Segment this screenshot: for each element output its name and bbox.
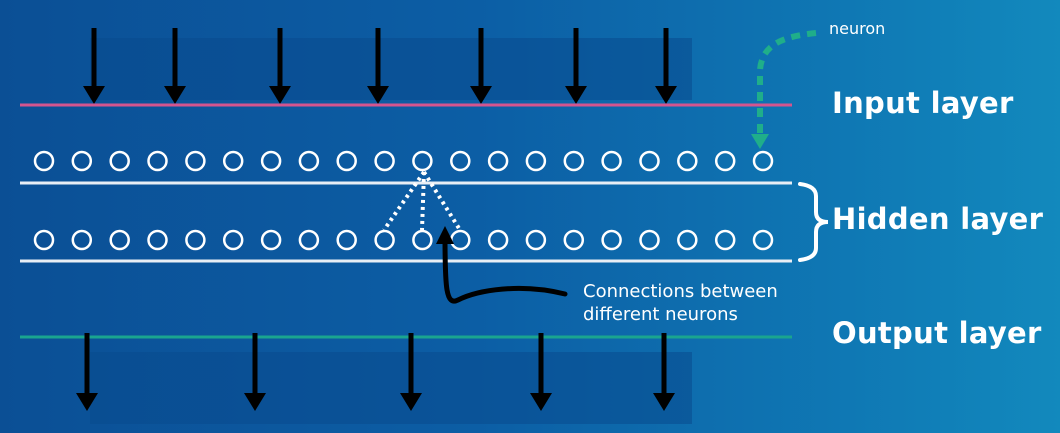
connections-label: Connections between different neurons — [583, 280, 778, 326]
neuron — [298, 150, 320, 172]
neuron — [450, 229, 471, 251]
neuron — [677, 150, 698, 172]
hidden-neuron-row-top — [33, 150, 774, 172]
output-band — [90, 352, 692, 424]
arrow-head — [565, 86, 587, 104]
neuron — [677, 229, 698, 251]
connections-pointer-arrow — [442, 233, 568, 304]
connection-dotted-lines — [382, 170, 462, 232]
neuron — [222, 150, 244, 172]
neuron — [639, 229, 660, 251]
neuron — [412, 229, 433, 251]
neuron — [714, 229, 736, 251]
neuron — [222, 229, 244, 251]
neuron-label: neuron — [829, 19, 886, 38]
neuron — [752, 229, 774, 251]
connections-label-line-2: different neurons — [583, 304, 738, 325]
neuron — [487, 229, 509, 251]
neuron — [450, 150, 471, 172]
neuron — [71, 229, 93, 251]
neuron — [374, 229, 395, 251]
connections-label-line-1: Connections between — [583, 281, 778, 302]
neuron — [639, 150, 660, 172]
neuron — [336, 150, 357, 172]
neuron — [525, 150, 547, 172]
arrow-head — [400, 393, 422, 411]
neuron — [185, 229, 206, 251]
arrow-head — [655, 86, 677, 104]
hidden-layer-label: Hidden layer — [832, 202, 1044, 236]
neuron — [374, 150, 395, 172]
neuron — [752, 150, 774, 172]
arrow-head — [164, 86, 186, 104]
neuron-pointer-arrowhead — [751, 134, 769, 149]
neuron — [109, 229, 130, 251]
connection-dotted-line — [422, 170, 462, 232]
neuron — [336, 229, 357, 251]
arrow-head — [530, 393, 552, 411]
neuron — [33, 229, 55, 251]
neuron — [487, 150, 509, 172]
input-arrows — [83, 28, 677, 104]
arrow-head — [653, 393, 675, 411]
neuron — [147, 150, 168, 172]
neuron — [601, 229, 622, 251]
neuron — [412, 150, 433, 172]
output-arrows — [76, 333, 675, 411]
neuron — [601, 150, 622, 172]
neuron — [185, 150, 206, 172]
neuron-pointer-arrow — [757, 30, 817, 135]
arrow-head — [244, 393, 266, 411]
neuron — [525, 229, 547, 251]
output-layer-label: Output layer — [832, 316, 1042, 350]
input-band — [90, 38, 692, 100]
connection-dotted-line — [382, 170, 426, 232]
neuron — [71, 150, 93, 172]
neuron — [33, 150, 55, 172]
neuron — [109, 150, 130, 172]
input-layer-label: Input layer — [832, 86, 1014, 120]
neuron — [714, 150, 736, 172]
connection-dotted-line — [420, 171, 426, 231]
arrow-head — [367, 86, 389, 104]
neuron — [563, 150, 585, 172]
neuron — [298, 229, 320, 251]
hidden-neuron-row-bottom — [33, 229, 774, 251]
neuron — [563, 229, 585, 251]
arrow-head — [269, 86, 291, 104]
arrow-head — [83, 86, 105, 104]
hidden-layer-brace — [798, 182, 829, 262]
neuron — [147, 229, 168, 251]
arrow-head — [76, 393, 98, 411]
neuron — [260, 229, 282, 251]
connections-pointer-arrowhead — [436, 226, 454, 244]
arrow-head — [470, 86, 492, 104]
neuron — [260, 150, 282, 172]
